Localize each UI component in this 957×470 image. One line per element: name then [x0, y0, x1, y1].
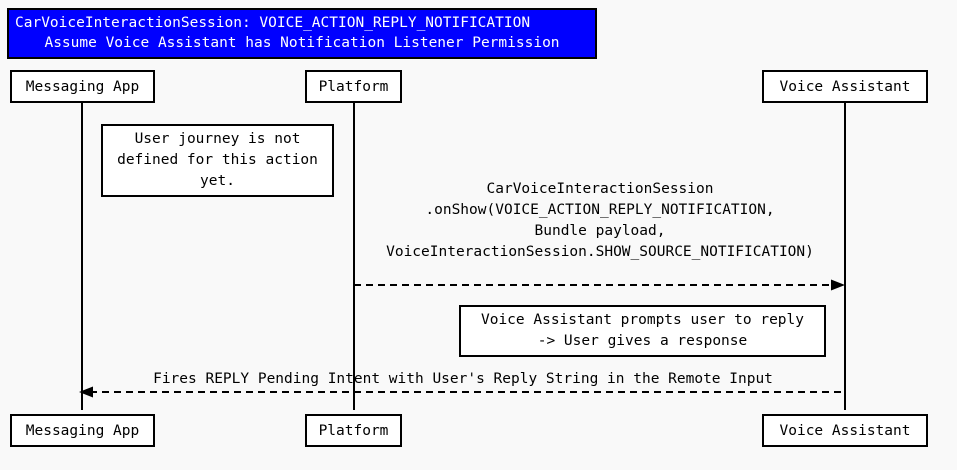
participant-header-platform[interactable]: Platform: [305, 70, 402, 103]
lifeline-messaging-app: [81, 103, 83, 410]
message-onshow-line-3: Bundle payload,: [534, 223, 666, 239]
note-user-journey: User journey is not defined for this act…: [101, 124, 334, 197]
participant-label-messaging-app: Messaging App: [25, 78, 140, 95]
participant-footer-label-messaging-app: Messaging App: [25, 422, 140, 439]
note-voice-prompt-line-2: -> User gives a response: [537, 333, 748, 349]
note-voice-prompt-line-1: Voice Assistant prompts user to reply: [480, 312, 804, 328]
message-label-reply-intent: Fires REPLY Pending Intent with User's R…: [82, 369, 844, 390]
note-user-journey-line-3: yet.: [200, 173, 235, 189]
participant-header-voice-assistant[interactable]: Voice Assistant: [762, 70, 928, 103]
message-onshow-line-1: CarVoiceInteractionSession: [486, 181, 714, 197]
participant-footer-label-voice-assistant: Voice Assistant: [779, 422, 911, 439]
diagram-title-line-1: CarVoiceInteractionSession: VOICE_ACTION…: [15, 15, 531, 31]
message-arrow-onshow: [353, 278, 847, 292]
message-onshow-line-2: .onShow(VOICE_ACTION_REPLY_NOTIFICATION,: [425, 202, 775, 218]
message-reply-intent-line-1: Fires REPLY Pending Intent with User's R…: [153, 371, 773, 387]
message-arrow-reply-intent: [76, 385, 846, 399]
diagram-title-banner: CarVoiceInteractionSession: VOICE_ACTION…: [7, 8, 597, 59]
note-user-journey-line-2: defined for this action: [117, 152, 318, 168]
note-voice-prompt: Voice Assistant prompts user to reply ->…: [459, 305, 826, 357]
lifeline-voice-assistant: [844, 103, 846, 410]
note-user-journey-line-1: User journey is not: [134, 131, 301, 147]
participant-label-voice-assistant: Voice Assistant: [779, 78, 911, 95]
message-label-onshow: CarVoiceInteractionSession .onShow(VOICE…: [356, 179, 844, 263]
lifeline-platform: [353, 103, 355, 410]
participant-footer-voice-assistant[interactable]: Voice Assistant: [762, 414, 928, 447]
diagram-title-line-2: Assume Voice Assistant has Notification …: [44, 35, 560, 51]
participant-footer-messaging-app[interactable]: Messaging App: [10, 414, 155, 447]
participant-header-messaging-app[interactable]: Messaging App: [10, 70, 155, 103]
participant-footer-label-platform: Platform: [318, 422, 389, 439]
participant-footer-platform[interactable]: Platform: [305, 414, 402, 447]
message-onshow-line-4: VoiceInteractionSession.SHOW_SOURCE_NOTI…: [386, 244, 814, 260]
participant-label-platform: Platform: [318, 78, 389, 95]
